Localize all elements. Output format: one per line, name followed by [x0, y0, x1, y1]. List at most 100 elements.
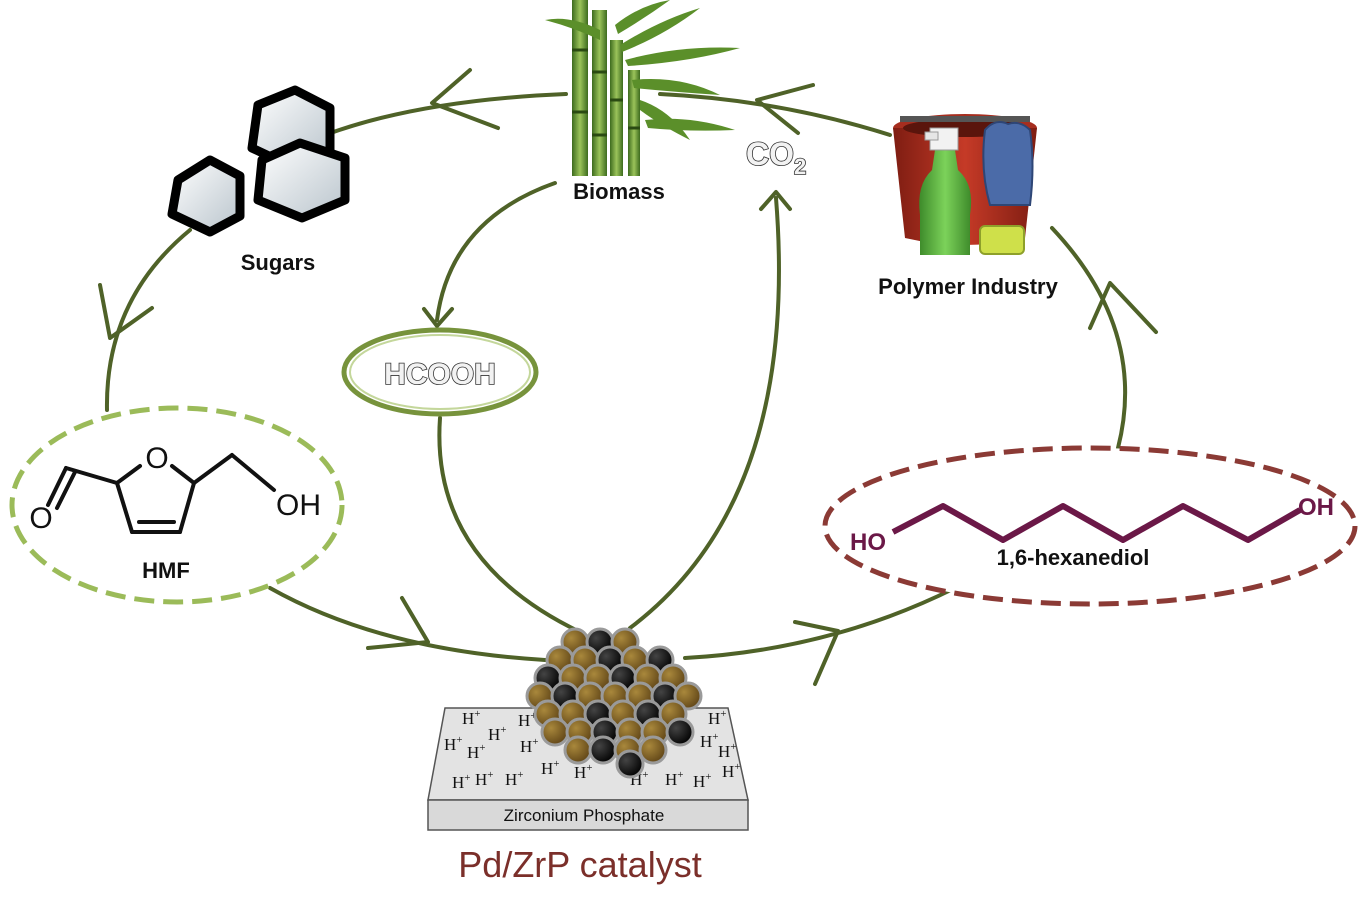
- proton-symbol: H: [475, 770, 487, 789]
- hcooh-label: HCOOH: [384, 358, 496, 391]
- chevron-up-right-icon: [1088, 281, 1158, 334]
- proton-label: H+: [518, 710, 537, 730]
- cleaning-bucket-icon: [893, 114, 1037, 255]
- proton-symbol: H: [467, 743, 479, 762]
- proton-charge: +: [734, 761, 740, 773]
- proton-label: H+: [700, 731, 719, 751]
- chevron-right-bottom-right-icon: [793, 620, 840, 686]
- hcooh-ellipse: [341, 327, 539, 417]
- proton-symbol: H: [520, 737, 532, 756]
- arc-sugars-to-hmf: [104, 228, 192, 412]
- proton-charge: +: [474, 708, 480, 720]
- proton-charge: +: [479, 742, 485, 754]
- ho-left-label: HO: [850, 529, 886, 556]
- arc-hmf-to-catalyst: [268, 586, 547, 662]
- arc-polymer-to-biomass: [658, 92, 892, 137]
- proton-charge: +: [730, 741, 736, 753]
- hmf-ring-oxygen: O: [145, 442, 168, 475]
- arc-catalyst-to-co2: [628, 196, 781, 630]
- glove-icon: [982, 121, 1034, 206]
- proton-label: H+: [574, 762, 593, 782]
- arc-catalyst-to-hexanediol: [683, 586, 957, 660]
- sugars-label: Sugars: [241, 250, 316, 275]
- chevron-right-bottom-left-icon: [366, 596, 430, 650]
- co2-main: CO: [746, 136, 794, 172]
- proton-label: H+: [475, 769, 494, 789]
- proton-label: H+: [722, 761, 741, 781]
- proton-charge: +: [677, 769, 683, 781]
- pd-particle-dark: [615, 749, 645, 779]
- proton-symbol: H: [718, 742, 730, 761]
- pd-particle: [638, 735, 668, 765]
- proton-symbol: H: [574, 763, 586, 782]
- hmf-label: HMF: [142, 558, 190, 583]
- arc-hexanediol-to-polymer: [1050, 226, 1128, 450]
- arrowhead-co2-icon: [759, 190, 792, 211]
- proton-label: H+: [708, 708, 727, 728]
- proton-label: H+: [505, 769, 524, 789]
- cycle-arrows: [104, 92, 1128, 662]
- arc-hcooh-to-catalyst: [437, 416, 582, 634]
- proton-charge: +: [530, 710, 536, 722]
- proton-label: H+: [488, 724, 507, 744]
- proton-symbol: H: [693, 772, 705, 791]
- proton-charge: +: [553, 758, 559, 770]
- proton-charge: +: [464, 772, 470, 784]
- proton-symbol: H: [722, 762, 734, 781]
- bamboo-icon: [545, 0, 740, 176]
- zirconium-phosphate-label: Zirconium Phosphate: [504, 806, 665, 825]
- sponge-icon: [979, 225, 1025, 255]
- proton-labels: H+H+H+H+H+H+H+H+H+H+H+H+H+H+H+H+H+H+: [444, 708, 741, 792]
- hexanediol-ellipse: [822, 445, 1358, 607]
- proton-label: H+: [467, 742, 486, 762]
- pd-particle-dark: [588, 735, 618, 765]
- proton-symbol: H: [708, 709, 720, 728]
- proton-charge: +: [712, 731, 718, 743]
- co2-subscript: 2: [794, 154, 806, 179]
- proton-charge: +: [705, 771, 711, 783]
- proton-label: H+: [444, 734, 463, 754]
- proton-label: H+: [520, 736, 539, 756]
- proton-symbol: H: [462, 709, 474, 728]
- sugar-cubes-icon: [167, 85, 350, 237]
- proton-charge: +: [532, 736, 538, 748]
- proton-symbol: H: [700, 732, 712, 751]
- proton-charge: +: [586, 762, 592, 774]
- hexanediol-label: 1,6-hexanediol: [997, 545, 1150, 570]
- catalyst-caption: Pd/ZrP catalyst: [458, 844, 701, 885]
- pd-particle: [540, 717, 570, 747]
- proton-label: H+: [452, 772, 471, 792]
- proton-charge: +: [642, 769, 648, 781]
- oh-right-label: OH: [1298, 494, 1334, 521]
- proton-symbol: H: [444, 735, 456, 754]
- proton-symbol: H: [488, 725, 500, 744]
- arrowhead-hcooh-icon: [422, 307, 454, 328]
- chevron-right-top-icon: [755, 83, 815, 135]
- proton-charge: +: [500, 724, 506, 736]
- arrowheads: [98, 68, 1158, 686]
- proton-label: H+: [462, 708, 481, 728]
- hmf-ellipse: [9, 405, 345, 605]
- proton-symbol: H: [452, 773, 464, 792]
- hexanediol-chain: [891, 503, 1302, 543]
- arc-biomass-to-sugars: [323, 92, 568, 137]
- proton-symbol: H: [541, 759, 553, 778]
- arc-biomass-to-hcooh: [435, 181, 557, 322]
- chevron-left-top-icon: [430, 68, 500, 130]
- biomass-label: Biomass: [573, 179, 665, 204]
- hmf-hydroxyl: OH: [276, 489, 321, 522]
- proton-charge: +: [456, 734, 462, 746]
- hmf-structure: [46, 453, 276, 534]
- proton-label: H+: [665, 769, 684, 789]
- chevron-down-left-icon: [98, 283, 154, 340]
- proton-symbol: H: [518, 711, 530, 730]
- pd-particle: [563, 735, 593, 765]
- pd-particle-dark: [665, 717, 695, 747]
- spray-bottle-icon: [919, 150, 972, 255]
- proton-label: H+: [718, 741, 737, 761]
- proton-label: H+: [693, 771, 712, 791]
- proton-symbol: H: [505, 770, 517, 789]
- proton-label: H+: [541, 758, 560, 778]
- pd-particle-cluster: [525, 627, 703, 779]
